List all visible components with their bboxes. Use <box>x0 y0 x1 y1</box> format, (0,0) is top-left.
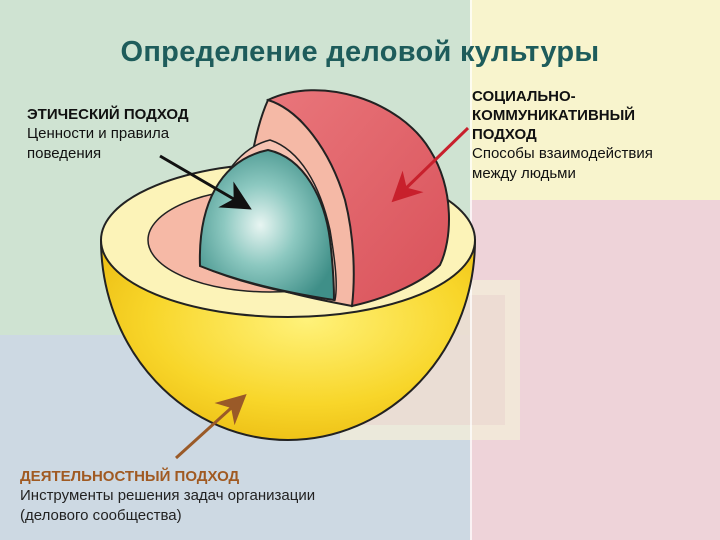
ethical-heading: ЭТИЧЕСКИЙ ПОДХОД <box>27 106 189 123</box>
page-title: Определение деловой культуры <box>120 36 600 68</box>
background-panel-yellow <box>470 0 720 200</box>
activity-desc-line1: Инструменты решения задач организации <box>20 487 316 504</box>
social-desc-line1: Способы взаимодействия <box>472 145 653 162</box>
social-arrow <box>391 126 470 203</box>
ethical-approach-label: ЭТИЧЕСКИЙ ПОДХОД Ценности и правила пове… <box>27 105 242 164</box>
social-approach-label: СОЦИАЛЬНО- КОММУНИКАТИВНЫЙ ПОДХОД Способ… <box>472 87 702 184</box>
social-desc-line2: между людьми <box>472 165 576 182</box>
activity-heading: ДЕЯТЕЛЬНОСТНЫЙ ПОДХОД <box>20 468 240 485</box>
social-heading-line1: СОЦИАЛЬНО- <box>472 88 576 105</box>
social-heading-line3: ПОДХОД <box>472 126 537 143</box>
ethical-desc-line2: поведения <box>27 145 102 162</box>
activity-approach-label: ДЕЯТЕЛЬНОСТНЫЙ ПОДХОД Инструменты решени… <box>20 467 400 526</box>
ethical-arrow <box>159 154 252 210</box>
activity-arrow <box>174 393 247 460</box>
social-heading-line2: КОММУНИКАТИВНЫЙ <box>472 107 636 124</box>
ethical-desc-line1: Ценности и правила <box>27 125 170 142</box>
activity-desc-line2: (делового сообщества) <box>20 507 182 524</box>
